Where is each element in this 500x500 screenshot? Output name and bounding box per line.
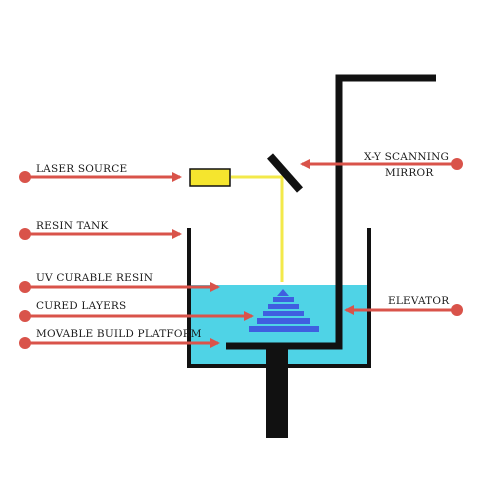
- label-movable-build-platform: MOVABLE BUILD PLATFORM: [36, 328, 202, 340]
- scanning-mirror: [267, 153, 303, 193]
- label-scanning-mirror-line1: X-Y SCANNING: [364, 151, 449, 163]
- arrow-laser-source: [19, 171, 182, 183]
- label-cured-layers: CURED LAYERS: [36, 300, 126, 312]
- label-laser-source: LASER SOURCE: [36, 163, 127, 175]
- callout-arrows: [19, 158, 463, 349]
- laser-source: [189, 168, 231, 187]
- arrow-elevator: [344, 304, 463, 316]
- label-elevator: ELEVATOR: [388, 295, 450, 307]
- laser-beam: [231, 175, 284, 282]
- arrow-uv-curable-resin: [19, 281, 220, 293]
- label-uv-curable-resin: UV CURABLE RESIN: [36, 272, 153, 284]
- arrow-scanning-mirror: [300, 158, 463, 170]
- support-column: [266, 346, 288, 438]
- label-scanning-mirror-line2: MIRROR: [385, 167, 434, 179]
- arrow-movable-build-platform: [19, 337, 220, 349]
- arrow-resin-tank: [19, 228, 182, 240]
- label-resin-tank: RESIN TANK: [36, 220, 108, 232]
- cured-layers: [249, 289, 319, 332]
- arrow-cured-layers: [19, 310, 254, 322]
